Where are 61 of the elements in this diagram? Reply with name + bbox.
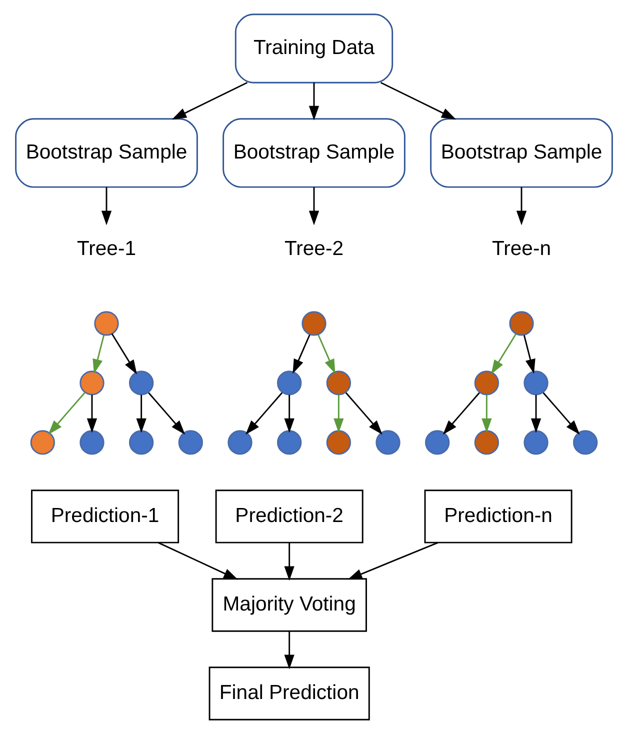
node-box: Prediction-1 [30,490,179,544]
arrow [136,394,146,433]
node-circle [474,370,499,396]
arrow [245,392,282,435]
node-circle [128,430,154,455]
node-box: Bootstrap Sample [222,118,405,188]
node-circle [424,430,450,455]
node-circle [523,430,548,455]
node-box: Bootstrap Sample [430,118,612,188]
arrow [347,542,438,580]
arrow [490,333,516,374]
arrow [284,394,294,433]
node-circle [128,370,154,396]
node-box: Prediction-n [424,490,572,544]
node-text: Tree-n [491,238,551,260]
node-circle [326,370,350,396]
arrow [530,394,541,433]
node-circle [375,430,400,455]
node-circle [474,430,499,455]
node-box: Bootstrap Sample [14,118,198,188]
node-box: Final Prediction [208,666,370,720]
arrow [333,394,344,433]
arrow [110,333,136,374]
arrow [344,392,382,435]
node-circle [178,430,202,455]
arrow [308,82,319,120]
arrow [86,394,97,433]
node-circle [276,430,302,455]
node-circle [94,311,118,336]
node-box: Prediction-2 [214,490,363,544]
arrow [442,392,480,435]
arrow [100,187,112,226]
node-circle [276,370,302,396]
arrow [380,82,456,120]
arrow [308,187,319,226]
node-circle [79,430,104,455]
node-circle [508,311,534,336]
arrow [317,334,335,374]
arrow [542,392,580,435]
arrow [284,542,294,581]
node-circle [572,430,598,455]
arrow [516,187,526,226]
node-text: Tree-1 [76,238,136,260]
node-box: Majority Voting [211,578,366,632]
arrow [158,542,238,580]
node-circle [301,311,326,336]
arrow [284,631,294,670]
arrow [481,394,492,433]
arrow [48,392,85,435]
node-box: Training Data [234,14,393,84]
node-circle [30,430,54,455]
node-circle [227,430,252,455]
node-text: Tree-2 [284,238,344,260]
arrow [148,392,185,435]
node-circle [326,430,350,455]
arrow [292,334,310,374]
arrow [92,335,104,374]
arrow [171,82,248,120]
node-circle [523,370,548,396]
node-circle [79,370,104,396]
arrow [522,335,535,374]
